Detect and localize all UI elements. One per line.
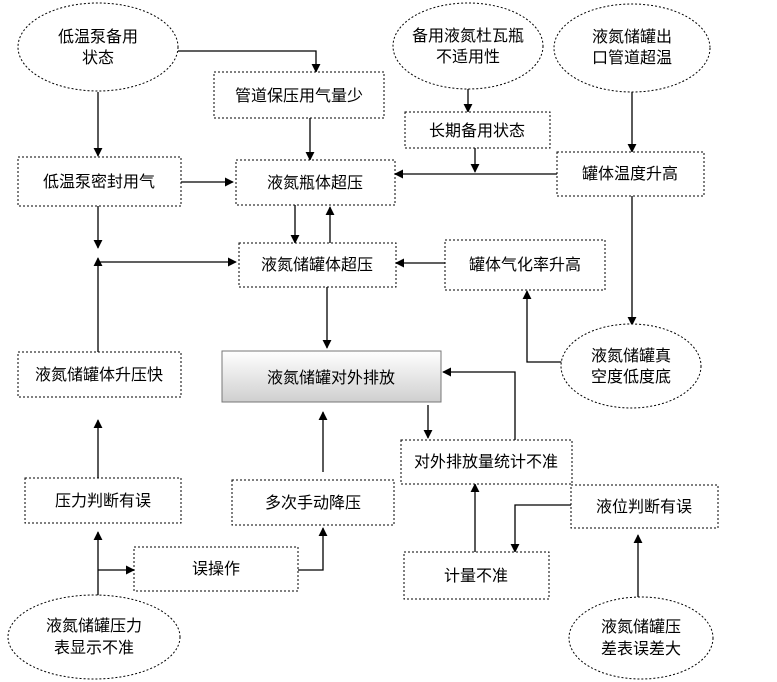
arrow-vacuum-to-vaporization [522, 290, 562, 363]
node-vacuum-low-line-1: 液氮储罐真 [591, 346, 671, 365]
svg-text:液氮储罐压差表误差大: 液氮储罐压差表误差大 [601, 617, 681, 658]
node-manual-depressure-label: 多次手动降压 [265, 493, 361, 512]
node-tank-overpressure: 液氮储罐体超压 [238, 242, 397, 288]
node-vaporization-rise: 罐体气化率升高 [444, 239, 606, 291]
svg-text:液氮储罐真空度低度底: 液氮储罐真空度低度底 [591, 346, 671, 386]
node-tank-temp-rise-label: 罐体温度升高 [582, 164, 678, 183]
node-gauge-inaccurate-line-1: 液氮储罐压力 [46, 616, 142, 635]
arrow-stat-to-discharge [442, 367, 516, 440]
node-discharge-stat-inaccurate: 对外排放量统计不准 [400, 439, 573, 485]
node-gauge-inaccurate-line-2: 表显示不准 [54, 638, 134, 657]
node-misoperation: 误操作 [133, 546, 299, 592]
node-manual-depressure: 多次手动降压 [231, 479, 395, 526]
arrow-level-to-metering [510, 504, 571, 553]
node-dp-gauge-error: 液氮储罐压差表误差大 [568, 596, 714, 680]
node-fast-pressure-rise-label: 液氮储罐体升压快 [35, 365, 163, 384]
node-level-misjudge: 液位判断有误 [570, 484, 719, 529]
node-outlet-overtemp-line-2: 口管道超温 [592, 48, 672, 67]
node-dp-gauge-error-line-2: 差表误差大 [601, 639, 681, 658]
node-outlet-overtemp: 液氮储罐出口管道超温 [553, 3, 711, 93]
node-dewar-unsuitable-line-2: 不适用性 [436, 47, 500, 66]
node-outlet-overtemp-line-1: 液氮储罐出 [592, 27, 672, 46]
node-tank-temp-rise: 罐体温度升高 [556, 151, 705, 197]
node-dewar-unsuitable: 备用液氮杜瓦瓶不适用性 [392, 2, 544, 90]
node-pump-seal-gas: 低温泵密封用气 [17, 156, 182, 207]
node-bottle-overpressure: 液氮瓶体超压 [235, 159, 396, 206]
node-misoperation-label: 误操作 [192, 559, 240, 578]
node-vacuum-low-line-2: 空度低度底 [591, 367, 671, 386]
node-fast-pressure-rise: 液氮储罐体升压快 [17, 351, 182, 398]
node-level-misjudge-label: 液位判断有误 [596, 497, 692, 516]
node-pump-standby-line-2: 状态 [82, 48, 114, 67]
node-metering-inaccurate-label: 计量不准 [444, 566, 508, 585]
svg-text:备用液氮杜瓦瓶不适用性: 备用液氮杜瓦瓶不适用性 [412, 26, 524, 66]
svg-text:液氮储罐出口管道超温: 液氮储罐出口管道超温 [592, 27, 672, 67]
node-pipe-gas-less-label: 管道保压用气量少 [235, 86, 363, 105]
node-pump-standby: 低温泵备用状态 [17, 2, 179, 92]
node-pump-standby-line-1: 低温泵备用 [58, 27, 138, 46]
node-tank-overpressure-label: 液氮储罐体超压 [261, 255, 373, 274]
node-discharge-stat-inaccurate-label: 对外排放量统计不准 [414, 452, 558, 471]
svg-text:液氮储罐压力表显示不准: 液氮储罐压力表显示不准 [46, 616, 142, 657]
node-metering-inaccurate: 计量不准 [403, 551, 550, 600]
connectors [93, 50, 643, 598]
node-pressure-misjudge-label: 压力判断有误 [55, 491, 151, 510]
node-dp-gauge-error-line-1: 液氮储罐压 [601, 617, 681, 636]
node-vaporization-rise-label: 罐体气化率升高 [469, 255, 581, 274]
node-long-standby-label: 长期备用状态 [429, 121, 525, 140]
node-gauge-inaccurate: 液氮储罐压力表显示不准 [7, 594, 181, 680]
arrow-misoperation-to-manual [298, 527, 328, 571]
node-pipe-gas-less: 管道保压用气量少 [213, 71, 385, 119]
node-dewar-unsuitable-line-1: 备用液氮杜瓦瓶 [412, 26, 524, 45]
node-bottle-overpressure-label: 液氮瓶体超压 [267, 173, 363, 192]
node-long-standby: 长期备用状态 [404, 111, 551, 149]
node-pressure-misjudge: 压力判断有误 [24, 477, 182, 524]
node-external-discharge: 液氮储罐对外排放 [221, 350, 442, 403]
svg-text:低温泵备用状态: 低温泵备用状态 [58, 27, 138, 67]
node-pump-seal-gas-label: 低温泵密封用气 [43, 172, 155, 191]
node-external-discharge-label: 液氮储罐对外排放 [267, 368, 395, 387]
arrow-pump-standby-to-pipe-gas [178, 50, 321, 73]
node-vacuum-low: 液氮储罐真空度低度底 [560, 323, 702, 409]
